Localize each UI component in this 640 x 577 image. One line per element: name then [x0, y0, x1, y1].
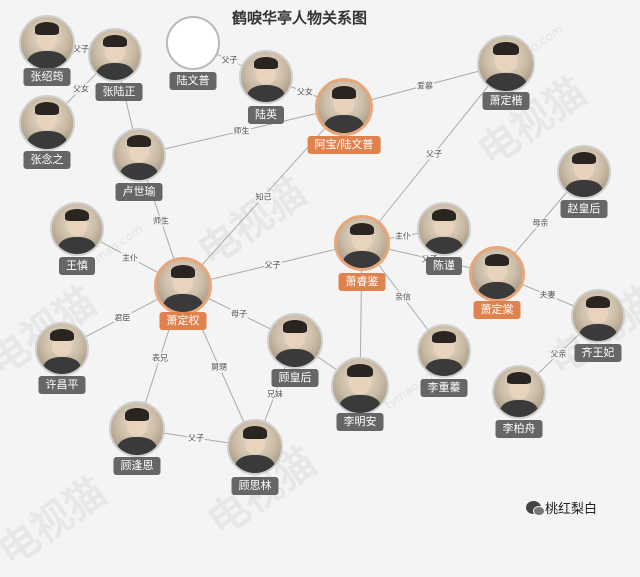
relationship-label: 主仆 [121, 252, 139, 263]
character-label: 阿宝/陆文普 [307, 136, 381, 154]
character-label: 许昌平 [38, 376, 86, 394]
relationship-label: 父女 [72, 83, 90, 95]
character-label: 萧定楷 [482, 92, 530, 110]
character-label: 李明安 [336, 413, 384, 431]
character-label: 王慎 [59, 257, 95, 275]
relationship-diagram: 电视猫 电视猫 电视猫 电视猫 电视猫 电视猫 tvmao.com tvmao.… [0, 9, 640, 576]
avatar [227, 419, 283, 475]
avatar [19, 95, 75, 151]
wechat-icon [526, 501, 545, 516]
relationship-label: 师生 [152, 215, 170, 226]
character-label: 陆英 [248, 106, 284, 124]
character-label: 张陆正 [95, 83, 143, 101]
avatar [50, 202, 104, 256]
avatar [557, 145, 611, 199]
relationship-label: 君臣 [113, 312, 132, 323]
relationship-label: 知己 [254, 191, 273, 202]
relationship-label: 师生 [232, 125, 251, 137]
avatar [492, 365, 546, 419]
relationship-label: 爱慕 [416, 80, 434, 91]
brand-name: 桃红梨白 [545, 502, 598, 517]
character-label: 卢世瑜 [115, 183, 163, 201]
character-label: 李重蓁 [420, 379, 468, 397]
character-label: 张绍筠 [23, 68, 71, 86]
character-label: 张念之 [23, 151, 71, 169]
relationship-label: 母亲 [531, 217, 550, 229]
character-label: 顾皇后 [271, 369, 319, 387]
character-label: 齐王妃 [574, 344, 622, 362]
avatar [477, 35, 535, 93]
relationship-label: 舅甥 [210, 361, 228, 372]
avatar [166, 16, 220, 70]
relationship-label: 夫妻 [538, 289, 557, 301]
avatar [109, 401, 165, 457]
avatar [88, 28, 142, 82]
relationship-label: 父子 [72, 43, 90, 55]
relationship-label: 父子 [187, 432, 205, 444]
avatar [417, 202, 471, 256]
relationship-label: 父女 [296, 86, 314, 98]
avatar [19, 15, 75, 71]
character-label: 萧定权 [159, 312, 207, 330]
character-label: 萧定棠 [473, 301, 521, 319]
avatar [35, 322, 89, 376]
avatar [571, 289, 625, 343]
relationship-label: 父子 [220, 54, 239, 66]
character-label: 萧睿鉴 [338, 273, 386, 291]
character-label: 陈谨 [426, 257, 462, 275]
brand-mark: 桃红梨白 [526, 498, 597, 517]
avatar [334, 215, 390, 271]
character-label: 顾思林 [231, 477, 279, 495]
relationship-label: 兄妹 [266, 388, 284, 400]
character-label: 陆文普 [169, 72, 217, 90]
relationship-label: 亲信 [394, 291, 412, 303]
character-label: 顾逢恩 [113, 457, 161, 475]
avatar [112, 128, 166, 182]
character-label: 赵皇后 [560, 200, 608, 218]
avatar [154, 257, 212, 315]
relationship-label: 父子 [425, 148, 443, 159]
relationship-label: 表兄 [151, 352, 169, 363]
relationship-label: 父子 [263, 259, 282, 270]
character-label: 李柏舟 [495, 420, 543, 438]
relationship-label: 主仆 [394, 230, 412, 242]
avatar [469, 246, 525, 302]
avatar [239, 50, 293, 104]
avatar [315, 78, 373, 136]
avatar [267, 313, 323, 369]
avatar [417, 324, 471, 378]
relationship-label: 父亲 [549, 348, 568, 360]
avatar [331, 357, 389, 415]
relationship-label: 母子 [230, 308, 248, 319]
diagram-title: 鹤唳华亭人物关系图 [232, 9, 368, 27]
